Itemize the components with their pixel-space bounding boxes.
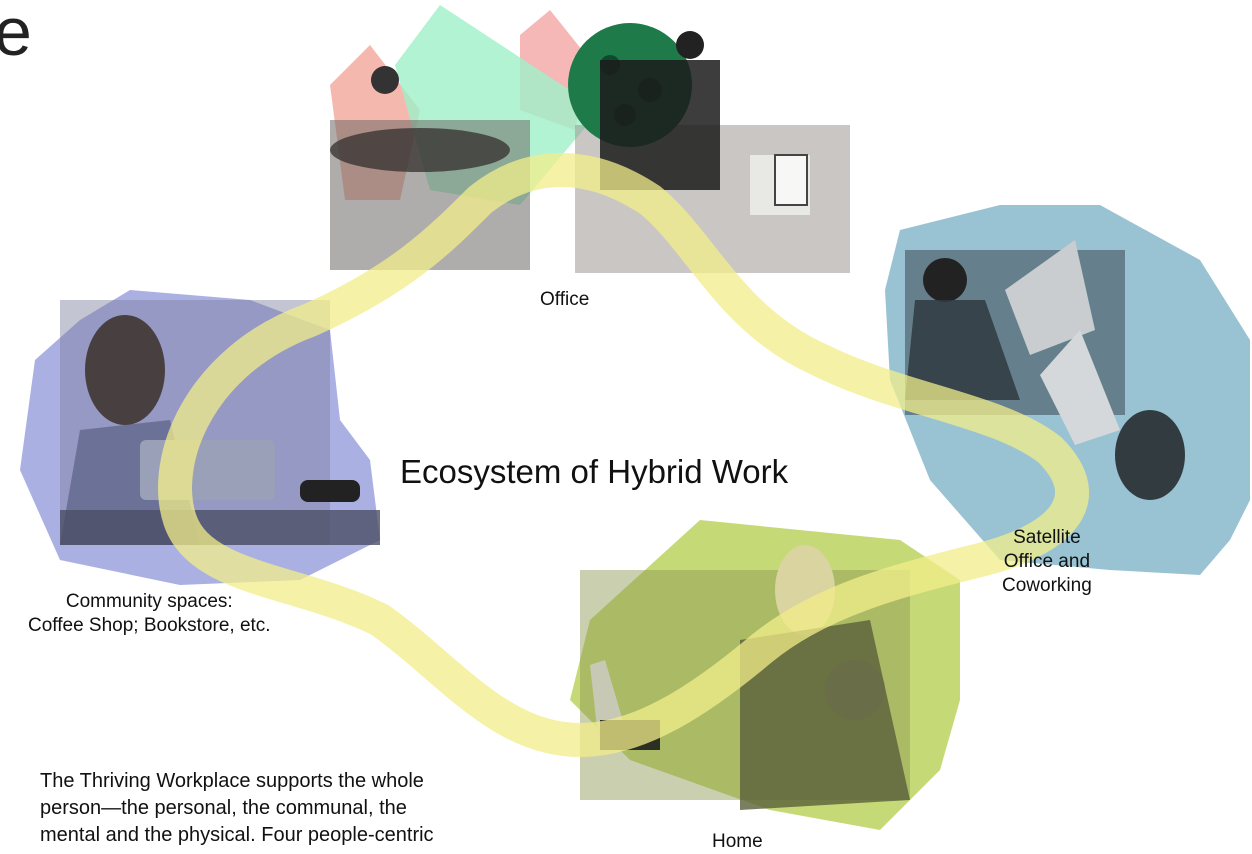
- community-label: Community spaces: Coffee Shop; Bookstore…: [28, 591, 271, 636]
- satellite-label: Satellite Office and Coworking: [1002, 527, 1092, 596]
- man-two-laptops-photo: [905, 240, 1185, 500]
- body-paragraph: The Thriving Workplace supports the whol…: [40, 770, 434, 846]
- home-label: Home: [712, 831, 763, 852]
- office-meeting-photo: [330, 5, 850, 273]
- diagram-title: Ecosystem of Hybrid Work: [400, 453, 789, 490]
- connector-ribbon: [158, 153, 1089, 757]
- office-label: Office: [540, 289, 590, 310]
- cropped-heading-fragment: e: [0, 0, 32, 70]
